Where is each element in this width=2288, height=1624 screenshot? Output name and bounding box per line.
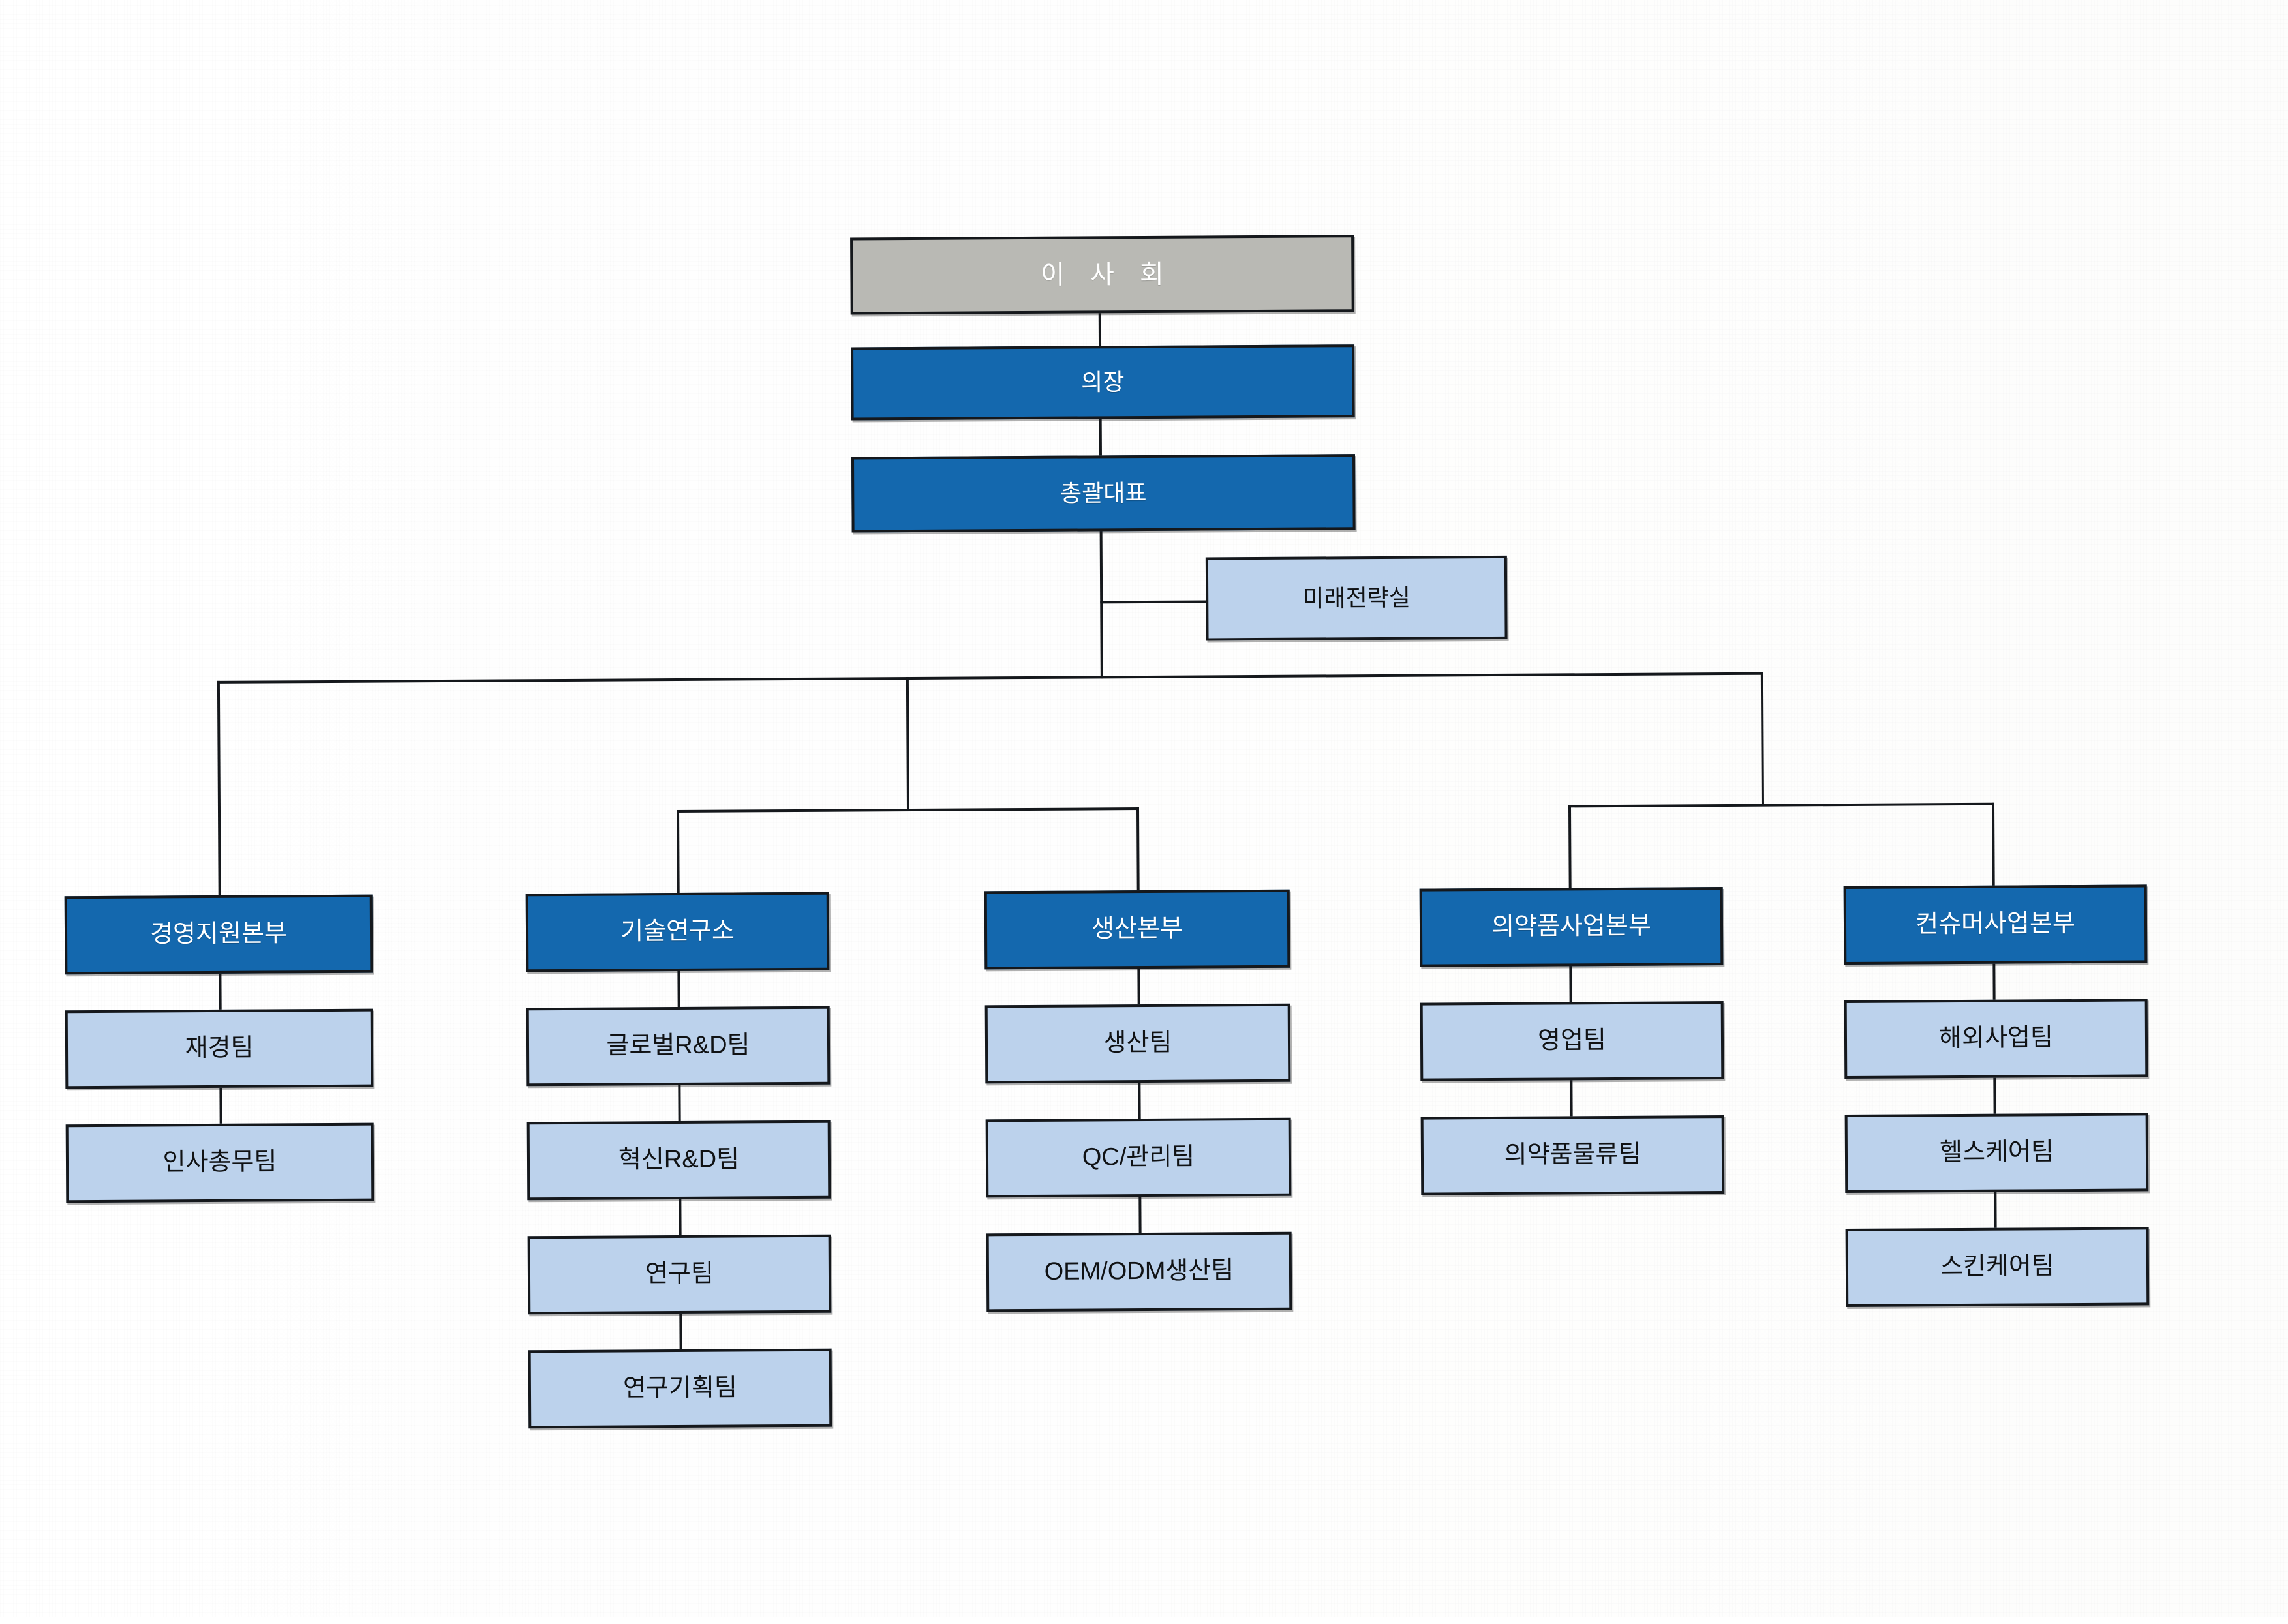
node-division-3-team-2[interactable]: QC/관리팀	[985, 1117, 1292, 1198]
node-label: 총괄대표	[1060, 479, 1147, 507]
connector-div1-team1-to-team2	[219, 1087, 222, 1124]
node-label: OEM/ODM생산팀	[1044, 1257, 1234, 1286]
node-board-of-directors[interactable]: 이 사 회	[850, 235, 1354, 315]
node-label: 의약품물류팀	[1504, 1140, 1641, 1169]
node-label: 생산팀	[1103, 1029, 1172, 1057]
node-division-4-team-2[interactable]: 의약품물류팀	[1420, 1115, 1725, 1195]
connector-bus-drop-div1	[217, 680, 221, 895]
node-label: 스킨케어팀	[1940, 1252, 2054, 1281]
node-division-3-team-1[interactable]: 생산팀	[984, 1003, 1291, 1084]
connector-div1-to-team1	[219, 973, 222, 1010]
connector-subbus-drop-div4	[1568, 805, 1572, 888]
connector-div2-to-team1	[677, 970, 680, 1007]
connector-bus-drop-center	[906, 677, 909, 809]
node-division-2-team-2[interactable]: 혁신R&D팀	[526, 1120, 831, 1201]
node-label: 경영지원본부	[150, 920, 288, 948]
connector-div3-to-team1	[1137, 969, 1140, 1005]
connector-bus-drop-right	[1760, 672, 1764, 804]
connector-main-bus	[217, 672, 1763, 684]
node-division-3[interactable]: 생산본부	[984, 889, 1290, 970]
node-label: 해외사업팀	[1938, 1024, 2054, 1053]
node-division-5[interactable]: 컨슈머사업본부	[1843, 884, 2148, 965]
node-label: 기술연구소	[620, 917, 735, 946]
node-chairman[interactable]: 의장	[851, 344, 1355, 421]
node-division-2-team-3[interactable]: 연구팀	[527, 1234, 832, 1315]
node-label: 미래전략실	[1302, 584, 1411, 612]
node-label: 글로벌R&D팀	[606, 1031, 750, 1060]
node-division-5-team-1[interactable]: 해외사업팀	[1844, 999, 2148, 1079]
node-label: 영업팀	[1537, 1027, 1607, 1055]
connector-div3-team1-to-team2	[1138, 1083, 1141, 1119]
connector-sub-bus-left	[677, 807, 1140, 813]
node-label: 의장	[1081, 368, 1125, 396]
node-label: 생산본부	[1091, 914, 1183, 943]
node-label: 연구팀	[645, 1259, 714, 1288]
node-ceo[interactable]: 총괄대표	[851, 454, 1356, 533]
connector-ceo-to-staff-office	[1100, 600, 1209, 604]
node-label: 이 사 회	[1040, 260, 1173, 290]
connector-sub-bus-right	[1568, 802, 1994, 808]
node-division-2-team-4[interactable]: 연구기획팀	[528, 1348, 832, 1429]
node-label: 혁신R&D팀	[618, 1145, 740, 1174]
connector-board-to-chairman	[1098, 313, 1102, 346]
node-division-4[interactable]: 의약품사업본부	[1419, 887, 1724, 967]
node-division-4-team-1[interactable]: 영업팀	[1420, 1001, 1724, 1081]
node-label: 컨슈머사업본부	[1915, 910, 2075, 939]
connector-subbus-drop-div3	[1136, 807, 1140, 891]
node-division-1-team-2[interactable]: 인사총무팀	[65, 1122, 374, 1203]
connector-chairman-to-ceo	[1099, 419, 1102, 456]
connector-div5-team1-to-team2	[1993, 1077, 1996, 1114]
connector-subbus-drop-div2	[677, 809, 680, 893]
connector-div3-team2-to-team3	[1138, 1197, 1142, 1233]
node-division-5-team-3[interactable]: 스킨케어팀	[1845, 1227, 2150, 1308]
connector-ceo-trunk	[1099, 531, 1103, 679]
connector-div2-team2-to-team3	[679, 1199, 682, 1235]
node-label: 인사총무팀	[162, 1148, 277, 1177]
node-division-3-team-3[interactable]: OEM/ODM생산팀	[986, 1231, 1292, 1312]
node-future-strategy-office[interactable]: 미래전략실	[1205, 555, 1508, 641]
node-label: 의약품사업본부	[1491, 912, 1651, 941]
node-division-1[interactable]: 경영지원본부	[64, 894, 373, 975]
connector-div5-to-team1	[1992, 963, 1996, 1000]
node-label: 헬스케어팀	[1939, 1138, 2054, 1167]
connector-subbus-drop-div5	[1991, 802, 1995, 886]
node-division-2[interactable]: 기술연구소	[525, 892, 830, 972]
connector-div5-team2-to-team3	[1994, 1192, 1997, 1228]
connector-div4-team1-to-team2	[1570, 1080, 1573, 1117]
node-label: 연구기획팀	[622, 1374, 737, 1402]
node-label: 재경팀	[185, 1034, 254, 1062]
connector-div4-to-team1	[1569, 966, 1572, 1002]
node-division-5-team-2[interactable]: 헬스케어팀	[1844, 1113, 2149, 1194]
node-label: QC/관리팀	[1082, 1143, 1195, 1171]
connector-div2-team1-to-team2	[678, 1085, 681, 1121]
connector-div2-team3-to-team4	[679, 1313, 682, 1349]
node-division-1-team-1[interactable]: 재경팀	[65, 1008, 374, 1089]
node-division-2-team-1[interactable]: 글로벌R&D팀	[526, 1006, 831, 1087]
